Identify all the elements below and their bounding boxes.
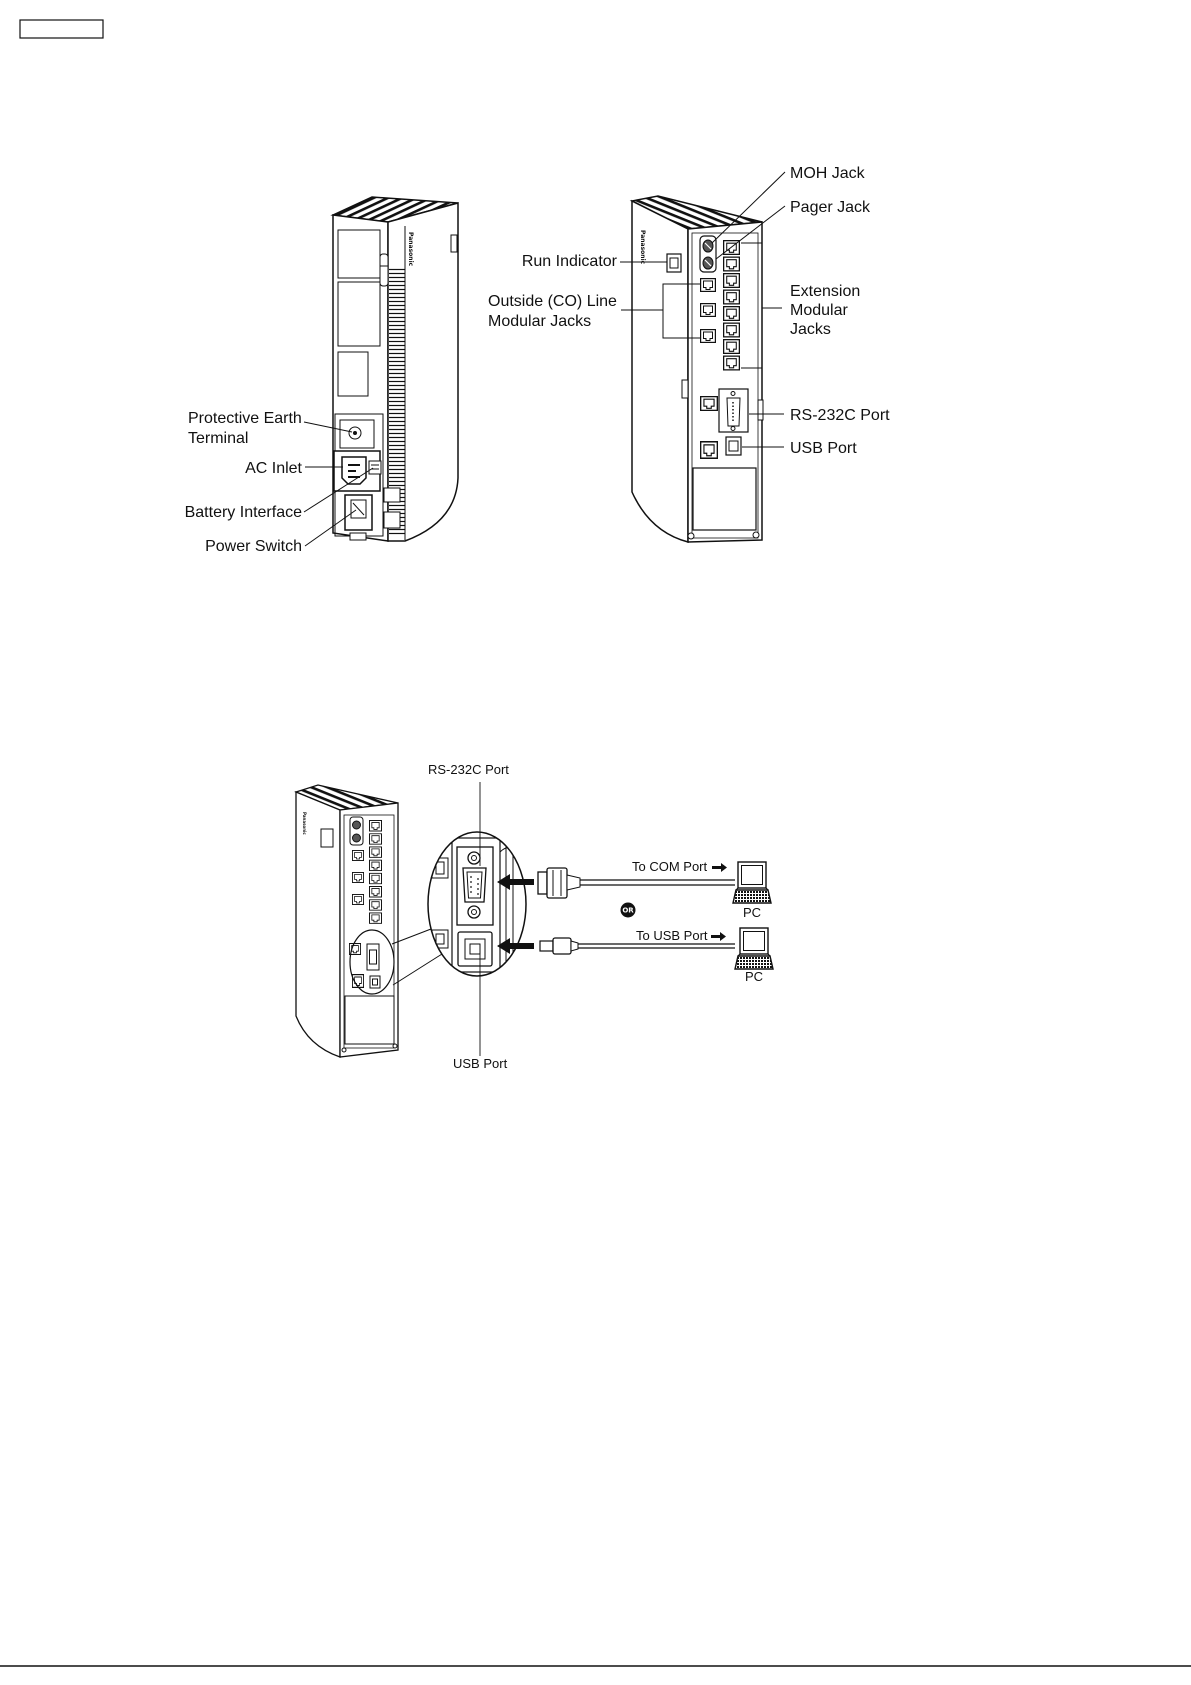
usb-port-detail bbox=[458, 932, 492, 966]
co-line-jack bbox=[352, 894, 363, 904]
usb-port bbox=[726, 437, 741, 455]
lan-jack bbox=[701, 442, 718, 458]
screw-icon bbox=[342, 1048, 346, 1052]
label-pc-com: PC bbox=[743, 905, 761, 920]
extension-jack bbox=[369, 873, 381, 884]
unit-foot bbox=[350, 533, 366, 540]
figure2-connection-diagram: Panasonic bbox=[296, 762, 773, 1071]
label-ac-inlet: AC Inlet bbox=[245, 460, 302, 477]
figure2-unit: Panasonic bbox=[296, 785, 398, 1057]
unit-logo: Panasonic bbox=[639, 230, 646, 265]
extension-jack bbox=[369, 847, 381, 858]
usb-port bbox=[370, 976, 380, 988]
extension-jack bbox=[369, 913, 381, 924]
unit-logo: Panasonic bbox=[407, 232, 414, 267]
zoom-line-lower bbox=[393, 954, 442, 985]
zoom-detail bbox=[428, 832, 526, 976]
power-switch bbox=[345, 495, 372, 530]
extension-jack bbox=[724, 290, 740, 304]
co-line-jack bbox=[701, 279, 716, 292]
battery-interface bbox=[369, 461, 381, 474]
extension-jack bbox=[724, 323, 740, 337]
label-co-line-line1: Outside (CO) Line bbox=[488, 293, 617, 310]
label-to-usb-port: To USB Port bbox=[636, 928, 708, 943]
side-tab-lower bbox=[384, 512, 400, 528]
label-usb-port: USB Port bbox=[453, 1056, 508, 1071]
label-usb-port: USB Port bbox=[790, 440, 857, 457]
label-power-switch: Power Switch bbox=[205, 538, 302, 555]
label-extension-line3: Jacks bbox=[790, 321, 831, 338]
screw-icon bbox=[753, 532, 759, 538]
screw-icon bbox=[688, 533, 694, 539]
label-protective-earth-line2: Terminal bbox=[188, 430, 248, 447]
label-rs232c-port: RS-232C Port bbox=[428, 762, 509, 777]
lan-jack bbox=[701, 397, 718, 411]
extension-jack bbox=[724, 257, 740, 271]
label-moh-jack: MOH Jack bbox=[790, 165, 866, 182]
co-line-jacks bbox=[701, 279, 716, 343]
pc-laptop-icon bbox=[733, 862, 771, 903]
moh-pager-jacks bbox=[350, 817, 363, 845]
label-pager-jack: Pager Jack bbox=[790, 199, 871, 216]
figure1-front-unit: Panasonic bbox=[185, 197, 458, 555]
extension-jack bbox=[369, 900, 381, 911]
arrow-right-icon bbox=[712, 863, 727, 872]
arrow-right-icon bbox=[711, 932, 726, 941]
label-protective-earth-line1: Protective Earth bbox=[188, 410, 302, 427]
extension-jack bbox=[369, 886, 381, 897]
label-battery-interface: Battery Interface bbox=[185, 504, 302, 521]
label-rs232c-port: RS-232C Port bbox=[790, 407, 890, 424]
extension-jack bbox=[724, 356, 740, 370]
rear-side-tab bbox=[758, 400, 763, 420]
label-pc-usb: PC bbox=[745, 969, 763, 984]
rs232c-port-detail bbox=[457, 847, 493, 925]
co-line-jack bbox=[352, 872, 363, 882]
extension-jack bbox=[369, 820, 381, 831]
rs232c-port bbox=[367, 944, 379, 970]
extension-jack bbox=[369, 860, 381, 871]
label-extension-line1: Extension bbox=[790, 283, 860, 300]
side-tab bbox=[451, 235, 457, 252]
screw-icon bbox=[393, 1044, 397, 1048]
co-line-jack bbox=[701, 304, 716, 317]
pc-laptop-icon bbox=[735, 928, 773, 969]
label-extension-line2: Modular bbox=[790, 302, 848, 319]
co-line-jack bbox=[701, 330, 716, 343]
label-to-com-port: To COM Port bbox=[632, 859, 708, 874]
figure1-rear-unit: Panasonic bbox=[488, 165, 890, 542]
extension-jack bbox=[369, 834, 381, 845]
or-badge-text: OR bbox=[622, 907, 634, 915]
front-latch bbox=[380, 254, 388, 286]
label-run-indicator: Run Indicator bbox=[522, 253, 618, 270]
rs232c-port bbox=[719, 389, 748, 432]
header-box bbox=[20, 20, 103, 38]
unit-logo: Panasonic bbox=[302, 812, 307, 835]
run-indicator bbox=[667, 254, 681, 272]
label-co-line-line2: Modular Jacks bbox=[488, 313, 591, 330]
extension-jack bbox=[724, 274, 740, 288]
co-line-jack bbox=[352, 850, 363, 860]
extension-jack bbox=[724, 307, 740, 321]
protective-earth-terminal bbox=[340, 420, 374, 448]
front-side-tab bbox=[682, 380, 688, 398]
run-indicator bbox=[321, 829, 333, 847]
extension-jack bbox=[724, 340, 740, 354]
side-tab-upper bbox=[384, 488, 400, 502]
